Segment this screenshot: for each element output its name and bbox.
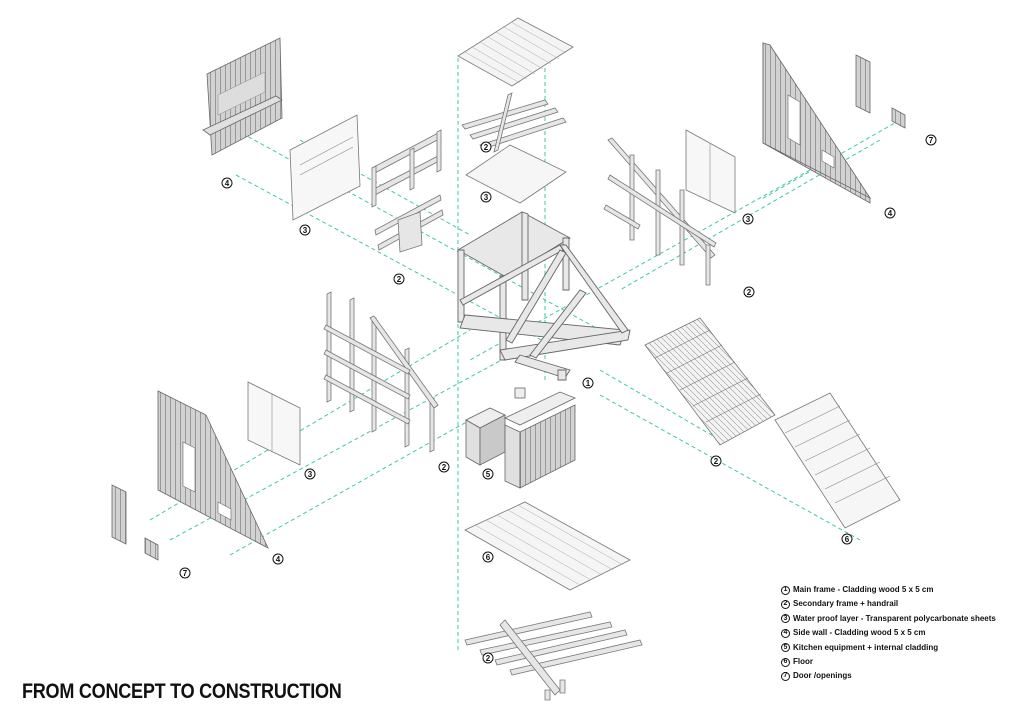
right-back-layer: 3 bbox=[685, 129, 754, 225]
left-front-frame-callout: 2 bbox=[438, 461, 450, 473]
right-back-frame bbox=[603, 137, 717, 286]
left-back-wall: 4 bbox=[202, 37, 283, 189]
svg-text:3: 3 bbox=[746, 215, 751, 224]
legend-number: 5 bbox=[781, 643, 790, 653]
svg-text:7: 7 bbox=[183, 569, 188, 578]
svg-text:2: 2 bbox=[397, 275, 402, 284]
left-front-layer: 3 bbox=[247, 381, 316, 480]
left-front-openings: 7 bbox=[111, 484, 191, 579]
svg-text:2: 2 bbox=[486, 654, 491, 663]
floor-frame-callout: 2 bbox=[482, 652, 494, 664]
svg-text:6: 6 bbox=[486, 553, 491, 562]
left-front-frame bbox=[323, 291, 439, 453]
svg-text:4: 4 bbox=[276, 555, 281, 564]
left-back-frame bbox=[371, 129, 444, 253]
roof-frame-callout: 2 bbox=[480, 141, 492, 153]
roof-waterproof-layer: 3 bbox=[465, 144, 567, 204]
left-back-layer: 3 bbox=[289, 114, 361, 236]
svg-text:3: 3 bbox=[308, 470, 313, 479]
svg-text:7: 7 bbox=[929, 136, 934, 145]
legend-number: 4 bbox=[781, 628, 790, 638]
legend-number: 3 bbox=[781, 614, 790, 624]
legend-text: Kitchen equipment + internal cladding bbox=[793, 642, 939, 652]
main-frame bbox=[457, 211, 631, 381]
svg-text:2: 2 bbox=[442, 463, 447, 472]
stairs-frame: 2 bbox=[644, 317, 776, 467]
kitchen-equipment: 5 bbox=[465, 387, 576, 489]
roof-frame bbox=[461, 92, 567, 153]
right-back-frame-callout: 2 bbox=[743, 286, 755, 298]
legend-text: Main frame - Cladding wood 5 x 5 cm bbox=[793, 585, 934, 594]
legend-text: Door /openings bbox=[793, 671, 852, 681]
svg-text:3: 3 bbox=[303, 226, 308, 235]
legend-number: 2 bbox=[781, 600, 790, 610]
svg-text:2: 2 bbox=[484, 143, 489, 152]
stairs: 6 bbox=[774, 392, 901, 545]
left-back-frame-callout: 2 bbox=[393, 273, 405, 285]
svg-text:2: 2 bbox=[714, 457, 719, 466]
page-title: FROM CONCEPT TO CONSTRUCTION bbox=[22, 680, 342, 703]
svg-text:5: 5 bbox=[486, 470, 491, 479]
legend-text: Floor bbox=[793, 656, 813, 666]
legend-number: 6 bbox=[781, 657, 790, 667]
main-frame-callout: 1 bbox=[582, 377, 594, 389]
legend-text: Water proof layer - Transparent polycarb… bbox=[793, 613, 996, 623]
svg-text:3: 3 bbox=[484, 193, 489, 202]
left-front-wall: 4 bbox=[157, 390, 284, 565]
svg-text:2: 2 bbox=[747, 288, 752, 297]
legend-text: Side wall - Cladding wood 5 x 5 cm bbox=[793, 628, 926, 638]
svg-text:4: 4 bbox=[888, 209, 893, 218]
floor-frame bbox=[464, 611, 643, 701]
legend-text: Secondary frame + handrail bbox=[793, 599, 899, 609]
legend-number: 7 bbox=[781, 672, 790, 682]
legend-number: 1 bbox=[781, 585, 790, 595]
svg-text:1: 1 bbox=[586, 379, 591, 388]
roof-boards bbox=[457, 17, 574, 87]
svg-text:6: 6 bbox=[845, 535, 850, 544]
right-back-wall: 4 bbox=[762, 41, 896, 219]
svg-text:4: 4 bbox=[225, 179, 230, 188]
right-back-openings: 7 bbox=[855, 54, 937, 146]
floor: 6 bbox=[464, 501, 631, 591]
